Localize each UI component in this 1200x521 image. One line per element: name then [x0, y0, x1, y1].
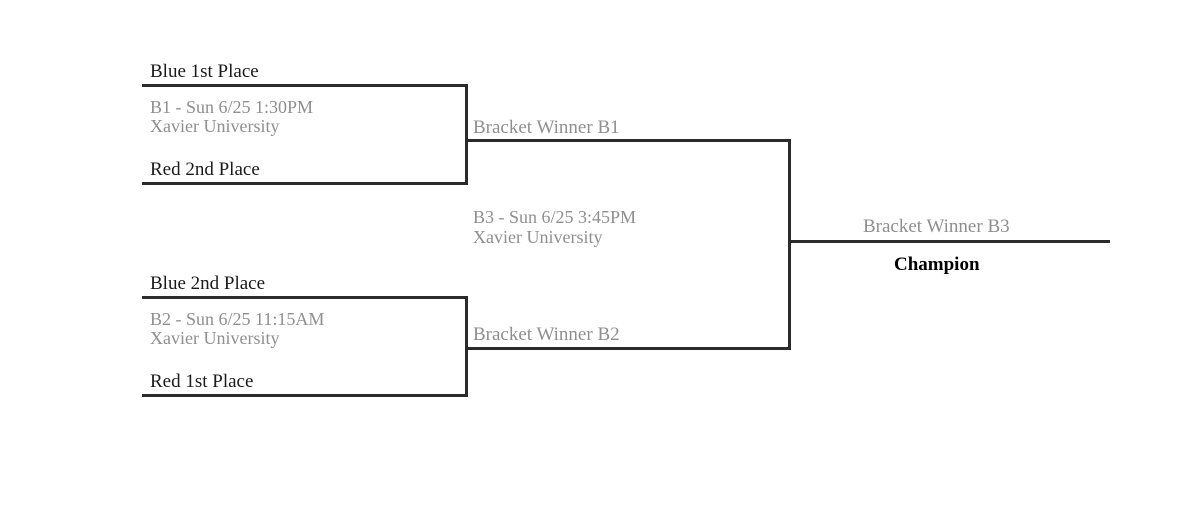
final-line: [788, 240, 1110, 243]
game-b1-connector: [465, 84, 468, 185]
game-b2-bottom-line: [142, 394, 468, 397]
game-b1-top-line: [142, 84, 468, 87]
game-b3-connector: [788, 139, 791, 350]
bracket-winner-b1: Bracket Winner B1: [473, 117, 620, 138]
game-b3-venue: Xavier University: [473, 227, 603, 247]
game-b1-team-top: Blue 1st Place: [150, 61, 259, 82]
game-b2-team-bottom: Red 1st Place: [150, 371, 254, 392]
game-b1-venue: Xavier University: [150, 116, 280, 136]
champion-label: Champion: [894, 254, 980, 275]
game-b3-bottom-line: [465, 347, 791, 350]
game-b1-team-bottom: Red 2nd Place: [150, 159, 260, 180]
game-b2-connector: [465, 296, 468, 397]
game-b3-label: B3 - Sun 6/25 3:45PM: [473, 207, 637, 227]
game-b1-bottom-line: [142, 182, 468, 185]
game-b2-label: B2 - Sun 6/25 11:15AM: [150, 309, 325, 329]
game-b2-top-line: [142, 296, 468, 299]
game-b2-team-top: Blue 2nd Place: [150, 273, 266, 294]
bracket-winner-b2: Bracket Winner B2: [473, 324, 620, 345]
bracket-winner-b3: Bracket Winner B3: [863, 216, 1010, 237]
game-b3-top-line: [465, 139, 791, 142]
game-b1-label: B1 - Sun 6/25 1:30PM: [150, 97, 314, 117]
game-b2-venue: Xavier University: [150, 328, 280, 348]
